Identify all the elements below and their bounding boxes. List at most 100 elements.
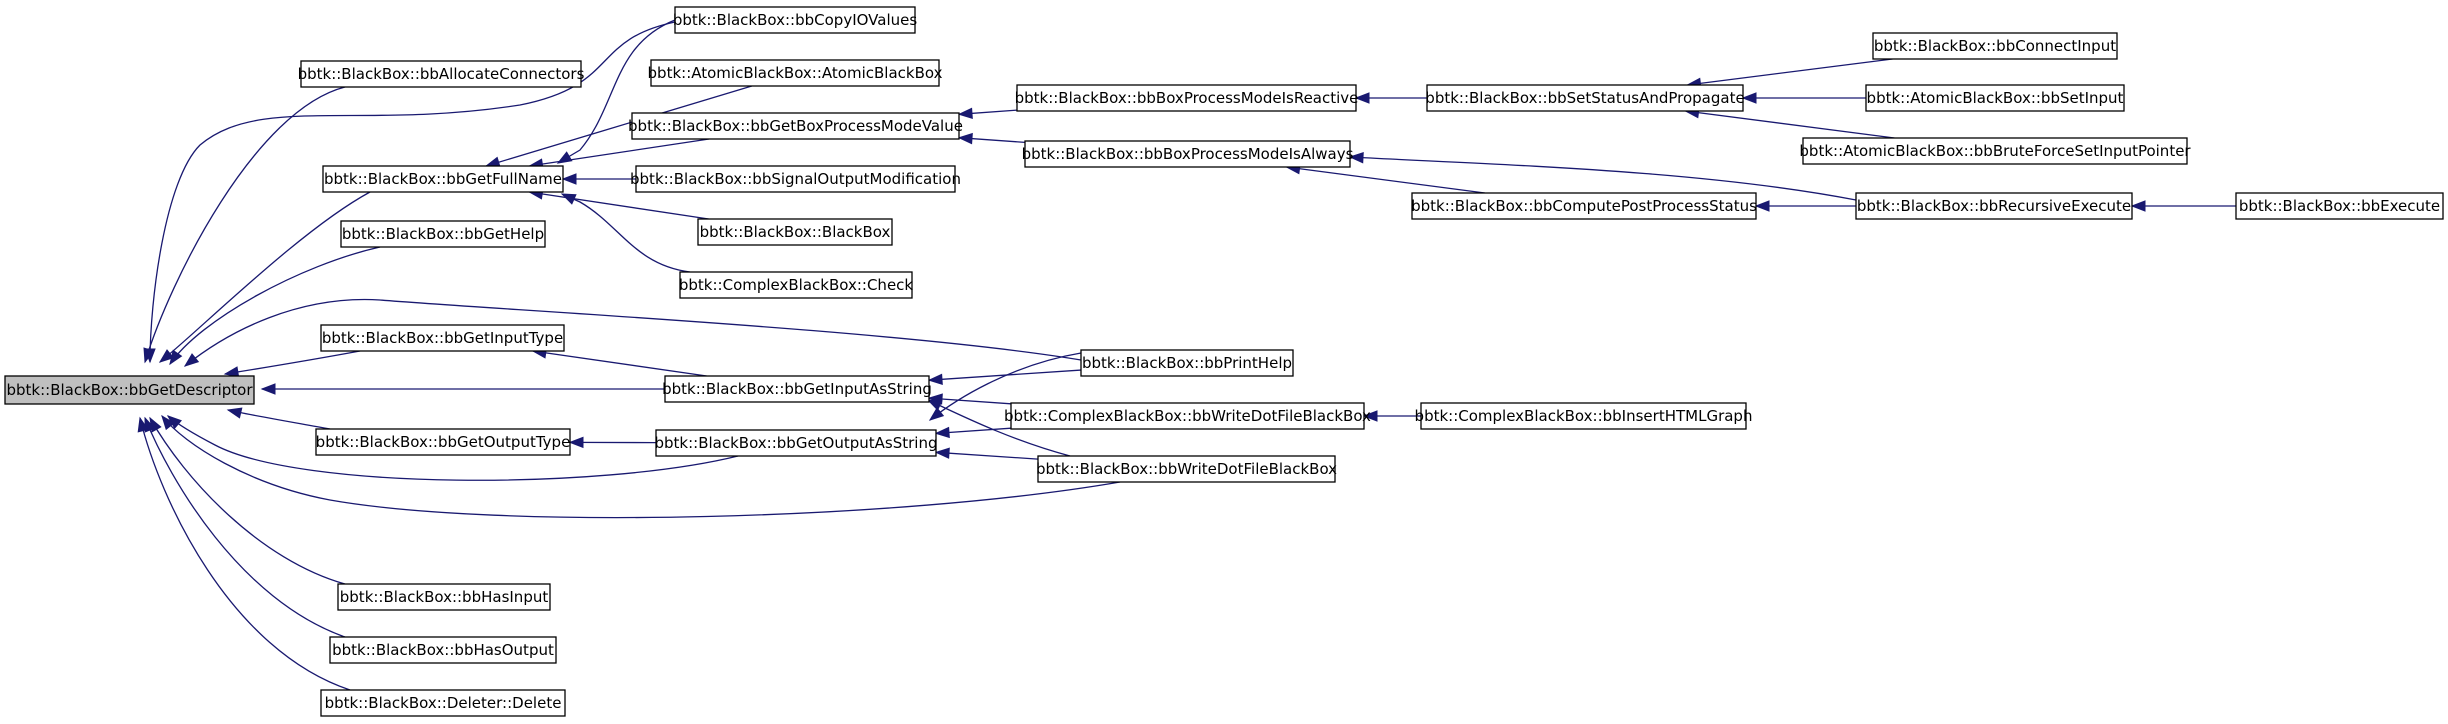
graph-node[interactable]: bbtk::BlackBox::bbGetBoxProcessModeValue bbox=[628, 112, 963, 140]
graph-node[interactable]: bbtk::ComplexBlackBox::bbInsertHTMLGraph bbox=[1415, 402, 1753, 430]
graph-node[interactable]: bbtk::BlackBox::bbWriteDotFileBlackBox bbox=[1036, 455, 1337, 483]
graph-node[interactable]: bbtk::BlackBox::bbCopyIOValues bbox=[673, 6, 918, 34]
edge-n28-to-n27-arrowhead bbox=[1362, 410, 1378, 422]
graph-node[interactable]: bbtk::BlackBox::bbGetFullName bbox=[322, 165, 564, 193]
node-box[interactable] bbox=[655, 429, 937, 457]
node-box[interactable] bbox=[635, 165, 956, 193]
node-box[interactable] bbox=[2235, 192, 2444, 220]
edge-n1-to-n0 bbox=[144, 86, 346, 363]
graph-node[interactable]: bbtk::AtomicBlackBox::bbSetInput bbox=[1865, 84, 2125, 112]
node-label: bbtk::BlackBox::bbGetInputAsString bbox=[662, 380, 932, 398]
node-box[interactable] bbox=[1855, 192, 2133, 220]
node-box[interactable] bbox=[674, 6, 916, 34]
graph-node[interactable]: bbtk::BlackBox::bbRecursiveExecute bbox=[1855, 192, 2133, 220]
edge-n27-to-n11 bbox=[928, 397, 1012, 405]
edge-n7-to-n2 bbox=[529, 191, 709, 220]
node-box[interactable] bbox=[1872, 32, 2118, 60]
graph-node[interactable]: bbtk::AtomicBlackBox::AtomicBlackBox bbox=[648, 59, 943, 87]
edge-n29-to-n0-arrowhead bbox=[161, 414, 175, 431]
graph-node[interactable]: bbtk::BlackBox::bbBoxProcessModeIsAlways bbox=[1022, 140, 1354, 168]
graph-node[interactable]: bbtk::BlackBox::bbExecute bbox=[2235, 192, 2444, 220]
graph-node[interactable]: bbtk::BlackBox::bbAllocateConnectors bbox=[298, 60, 585, 88]
node-box[interactable] bbox=[1016, 84, 1357, 112]
node-box[interactable] bbox=[320, 689, 566, 717]
node-box[interactable] bbox=[1865, 84, 2125, 112]
graph-node[interactable]: bbtk::BlackBox::bbGetDescriptor bbox=[4, 375, 255, 405]
edges-layer bbox=[137, 19, 2236, 691]
graph-node[interactable]: bbtk::BlackBox::bbGetOutputAsString bbox=[654, 429, 938, 457]
node-box[interactable] bbox=[322, 165, 564, 193]
graph-node[interactable]: bbtk::AtomicBlackBox::bbBruteForceSetInp… bbox=[1799, 137, 2191, 165]
node-box[interactable] bbox=[329, 636, 557, 664]
node-label: bbtk::ComplexBlackBox::Check bbox=[679, 276, 914, 294]
graph-node[interactable]: bbtk::BlackBox::bbGetInputAsString bbox=[662, 375, 932, 403]
graph-node[interactable]: bbtk::BlackBox::bbHasInput bbox=[337, 583, 551, 611]
graph-node[interactable]: bbtk::BlackBox::bbComputePostProcessStat… bbox=[1411, 192, 1757, 220]
graph-node[interactable]: bbtk::BlackBox::bbBoxProcessModeIsReacti… bbox=[1015, 84, 1359, 112]
node-box[interactable] bbox=[1411, 192, 1757, 220]
edge-n26-to-n0-arrowhead bbox=[183, 353, 200, 367]
edge-n19-to-n17-arrowhead bbox=[1354, 92, 1370, 104]
graph-node[interactable]: bbtk::ComplexBlackBox::Check bbox=[679, 271, 914, 299]
node-box[interactable] bbox=[664, 375, 930, 403]
node-box[interactable] bbox=[337, 583, 551, 611]
node-label: bbtk::BlackBox::bbConnectInput bbox=[1874, 37, 2116, 55]
graph-node[interactable]: bbtk::BlackBox::bbGetOutputType bbox=[315, 428, 571, 456]
edge-n26-to-n0 bbox=[184, 298, 1082, 367]
edge-n3-to-n2 bbox=[557, 19, 676, 164]
edge-n29-to-n13-arrowhead bbox=[934, 447, 950, 459]
node-box[interactable] bbox=[1080, 349, 1294, 377]
node-box[interactable] bbox=[679, 271, 913, 299]
graph-node[interactable]: bbtk::BlackBox::BlackBox bbox=[697, 218, 893, 246]
node-label: bbtk::BlackBox::bbHasInput bbox=[340, 588, 549, 606]
edge-n3-to-n0 bbox=[149, 21, 676, 363]
node-box[interactable] bbox=[1010, 402, 1365, 430]
edge-n8-to-n2-arrowhead bbox=[560, 193, 577, 205]
node-box[interactable] bbox=[1037, 455, 1336, 483]
node-box[interactable] bbox=[1420, 402, 1747, 430]
edge-n17-to-n5-arrowhead bbox=[957, 107, 973, 120]
graph-node[interactable]: bbtk::BlackBox::bbSignalOutputModificati… bbox=[630, 165, 961, 193]
graph-node[interactable]: bbtk::BlackBox::bbGetHelp bbox=[340, 220, 546, 248]
node-label: bbtk::AtomicBlackBox::bbSetInput bbox=[1867, 89, 2124, 107]
node-label: bbtk::BlackBox::bbExecute bbox=[2239, 197, 2440, 215]
edge-n8-to-n2 bbox=[561, 193, 691, 273]
edge-n16-to-n0-arrowhead bbox=[137, 416, 149, 433]
edge-n16-to-n0 bbox=[139, 417, 351, 691]
node-label: bbtk::BlackBox::bbGetInputType bbox=[322, 329, 563, 347]
node-label: bbtk::BlackBox::bbGetOutputAsString bbox=[654, 434, 937, 452]
node-box[interactable] bbox=[340, 220, 546, 248]
node-box[interactable] bbox=[650, 59, 940, 87]
edge-n4-to-n2 bbox=[485, 85, 753, 167]
edge-n12-to-n0-arrowhead bbox=[226, 407, 243, 419]
node-label: bbtk::ComplexBlackBox::bbInsertHTMLGraph bbox=[1415, 407, 1753, 425]
node-box[interactable] bbox=[631, 112, 960, 140]
graph-node[interactable]: bbtk::ComplexBlackBox::bbWriteDotFileBla… bbox=[1004, 402, 1371, 430]
node-box[interactable] bbox=[320, 324, 565, 352]
node-box[interactable] bbox=[315, 428, 571, 456]
graph-node[interactable]: bbtk::BlackBox::Deleter::Delete bbox=[320, 689, 566, 717]
node-label: bbtk::BlackBox::bbGetOutputType bbox=[316, 433, 571, 451]
nodes-layer: bbtk::BlackBox::bbGetDescriptorbbtk::Bla… bbox=[4, 6, 2444, 717]
graph-node[interactable]: bbtk::BlackBox::bbHasOutput bbox=[329, 636, 557, 664]
node-box[interactable] bbox=[697, 218, 893, 246]
edge-n15-to-n0 bbox=[144, 417, 346, 638]
node-box[interactable] bbox=[1426, 84, 1744, 112]
graph-node[interactable]: bbtk::BlackBox::bbConnectInput bbox=[1872, 32, 2118, 60]
node-label: bbtk::BlackBox::bbSignalOutputModificati… bbox=[630, 170, 961, 188]
graph-node[interactable]: bbtk::BlackBox::bbSetStatusAndPropagate bbox=[1425, 84, 1745, 112]
node-label: bbtk::BlackBox::bbRecursiveExecute bbox=[1857, 197, 2131, 215]
node-box[interactable] bbox=[1024, 140, 1351, 168]
node-label: bbtk::BlackBox::bbSetStatusAndPropagate bbox=[1425, 89, 1744, 107]
node-label: bbtk::AtomicBlackBox::AtomicBlackBox bbox=[648, 64, 943, 82]
node-label: bbtk::BlackBox::Deleter::Delete bbox=[325, 694, 562, 712]
edge-n9-to-n0-arrowhead bbox=[169, 349, 183, 366]
node-label: bbtk::BlackBox::bbGetBoxProcessModeValue bbox=[628, 117, 963, 135]
root-node-box[interactable] bbox=[4, 375, 255, 405]
node-box[interactable] bbox=[300, 60, 582, 88]
node-box[interactable] bbox=[1802, 137, 2188, 165]
edge-n11-to-n10 bbox=[532, 350, 707, 377]
graph-node[interactable]: bbtk::BlackBox::bbGetInputType bbox=[320, 324, 565, 352]
graph-node[interactable]: bbtk::BlackBox::bbPrintHelp bbox=[1080, 349, 1294, 377]
